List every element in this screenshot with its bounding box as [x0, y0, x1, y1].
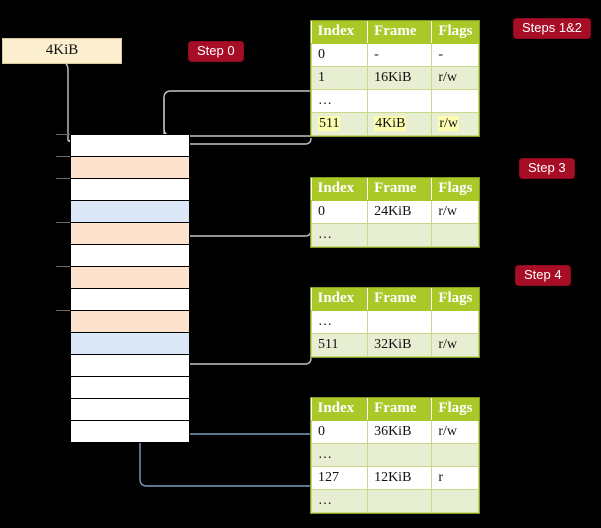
column-header-index: Index [311, 21, 369, 44]
table-row: 0-- [310, 43, 479, 67]
memory-frame-tick [56, 310, 70, 311]
cell-index: … [310, 443, 369, 467]
cell-flags: r/w [431, 200, 479, 224]
cell-frame: - [367, 43, 433, 67]
cell-flags [431, 443, 479, 467]
column-header-flags: Flags [431, 288, 479, 311]
column-header-index: Index [311, 288, 369, 311]
badge-step-3: Step 3 [519, 158, 575, 179]
memory-frame-row [70, 332, 190, 355]
badge-step-0-label: Step 0 [197, 43, 235, 58]
virtual-address-label: 4KiB [45, 42, 79, 58]
cell-frame [367, 89, 433, 113]
cell-flags: r [431, 466, 479, 490]
cell-index: 0 [310, 43, 369, 67]
memory-frame-tick [56, 222, 70, 223]
cell-frame [367, 489, 433, 513]
table-row: … [310, 443, 479, 467]
highlighted-value: 511 [318, 115, 341, 131]
highlighted-value: r/w [438, 115, 459, 131]
badge-step-4: Step 4 [515, 265, 571, 286]
column-header-index: Index [311, 178, 369, 201]
memory-frame-row [70, 310, 190, 333]
memory-frame-row [70, 266, 190, 289]
badge-step-3-label: Step 3 [528, 160, 566, 175]
cell-frame: 32KiB [367, 333, 433, 357]
cell-flags: r/w [431, 420, 479, 444]
memory-frame-row [70, 376, 190, 399]
column-header-flags: Flags [431, 398, 479, 421]
cell-flags [431, 489, 479, 513]
cell-index: 0 [310, 420, 369, 444]
cell-index: 127 [310, 466, 369, 490]
memory-frame-row [70, 420, 190, 443]
cell-flags: r/w [431, 333, 479, 357]
cell-frame: 4KiB [367, 112, 433, 136]
cell-index: 1 [310, 66, 369, 90]
cell-frame [367, 310, 433, 334]
cell-index: … [310, 223, 369, 247]
memory-frame-tick [56, 266, 70, 267]
cell-flags [431, 223, 479, 247]
cell-frame: 12KiB [367, 466, 433, 490]
cell-frame: 36KiB [367, 420, 433, 444]
column-header-index: Index [311, 398, 369, 421]
badge-steps-1-2: Steps 1&2 [513, 18, 591, 39]
badge-step-4-label: Step 4 [524, 267, 562, 282]
cell-index: 511 [310, 112, 369, 136]
memory-frame-row [70, 244, 190, 267]
cell-index: … [310, 310, 369, 334]
badge-step-0: Step 0 [188, 41, 244, 62]
memory-frame-row [70, 178, 190, 201]
cell-flags: r/w [431, 66, 479, 90]
cell-index: … [310, 489, 369, 513]
column-header-flags: Flags [431, 21, 479, 44]
badge-steps-1-2-label: Steps 1&2 [522, 20, 582, 35]
cell-frame [367, 443, 433, 467]
column-header-frame: Frame [367, 398, 433, 421]
memory-frame-tick [56, 134, 70, 135]
table-row: … [310, 89, 479, 113]
memory-frame-row [70, 288, 190, 311]
column-header-frame: Frame [367, 288, 433, 311]
memory-frame-row [70, 134, 190, 157]
cell-frame [367, 223, 433, 247]
cell-flags: - [431, 43, 479, 67]
column-header-frame: Frame [367, 178, 433, 201]
cell-flags: r/w [431, 112, 479, 136]
cell-flags [431, 89, 479, 113]
cell-frame: 16KiB [367, 66, 433, 90]
virtual-address-box: 4KiB [2, 38, 122, 64]
memory-frame-row [70, 354, 190, 377]
table-row: 511 4KiB r/w [310, 112, 479, 136]
memory-frame-row [70, 200, 190, 223]
table-row: … [310, 310, 479, 334]
cell-index: 511 [310, 333, 369, 357]
memory-frame-tick [56, 156, 70, 157]
column-header-flags: Flags [431, 178, 479, 201]
table-row: … [310, 223, 479, 247]
table-row: … [310, 489, 479, 513]
cell-frame: 24KiB [367, 200, 433, 224]
memory-frame-row [70, 398, 190, 421]
cell-index: … [310, 89, 369, 113]
memory-frame-row [70, 156, 190, 179]
memory-frame-tick [56, 178, 70, 179]
memory-frame-row [70, 222, 190, 245]
highlighted-value: 4KiB [374, 115, 407, 131]
column-header-frame: Frame [367, 21, 433, 44]
cell-index: 0 [310, 200, 369, 224]
cell-flags [431, 310, 479, 334]
